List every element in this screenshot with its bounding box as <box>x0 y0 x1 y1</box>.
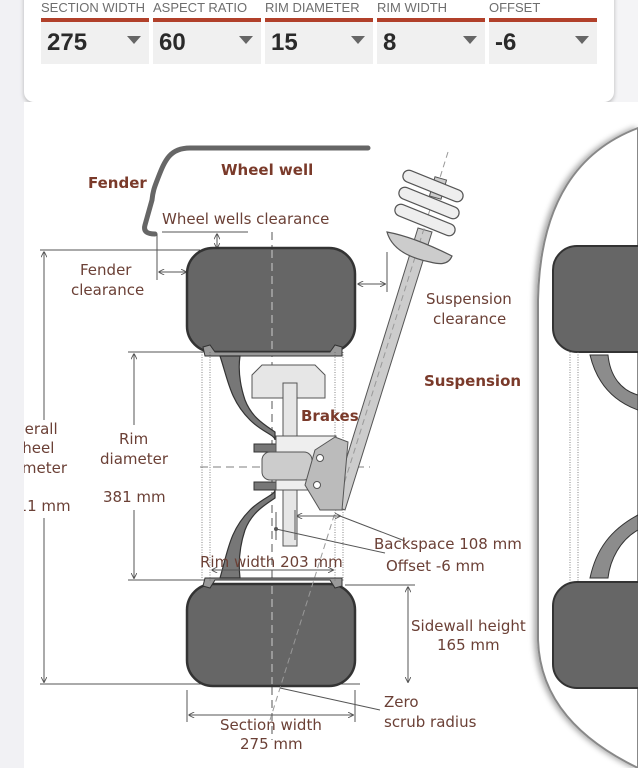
label-fender-clearance-1: Fender <box>80 261 132 279</box>
secondary-rim-top <box>589 354 638 411</box>
secondary-view-panel <box>537 126 638 768</box>
offset-value: -6 <box>495 29 517 56</box>
label-rim-diameter-value: 381 mm <box>103 488 166 506</box>
label-overall-3: diameter <box>24 459 68 477</box>
caret-down-icon <box>575 36 589 44</box>
aspect-ratio-select[interactable]: 60 <box>153 18 261 64</box>
label-offset: Offset -6 mm <box>386 557 485 575</box>
aspect-ratio-label: ASPECT RATIO <box>153 0 248 15</box>
section-width-value: 275 <box>47 29 88 56</box>
rim-width-label: RIM WIDTH <box>377 0 448 15</box>
rim-width-select[interactable]: 8 <box>377 18 485 64</box>
rim-lug-top <box>253 443 277 453</box>
rim-spoke-bottom <box>219 489 276 579</box>
wheel-fitment-diagram: Fender Wheel well Wheel wells clearance … <box>24 102 638 768</box>
rim-lug-bottom <box>253 481 277 491</box>
secondary-tire-bottom <box>552 581 638 689</box>
offset-label: OFFSET <box>489 0 541 15</box>
label-section-1: Section width <box>220 716 322 734</box>
offset-select[interactable]: -6 <box>489 18 597 64</box>
label-backspace: Backspace 108 mm <box>374 535 522 553</box>
label-brakes: Brakes <box>301 407 359 425</box>
fender-outline <box>142 145 371 237</box>
label-zero-1: Zero <box>384 693 419 711</box>
label-rim-diameter-2: diameter <box>100 450 169 468</box>
label-section-2: 275 mm <box>240 735 303 753</box>
section-width-label: SECTION WIDTH <box>41 0 145 15</box>
label-rim-width: Rim width 203 mm <box>200 553 343 571</box>
label-wheel-wells-clearance: Wheel wells clearance <box>162 210 329 228</box>
caret-down-icon <box>127 36 141 44</box>
offset-field: OFFSET -6 <box>489 0 597 80</box>
label-rim-diameter-1: Rim <box>119 430 148 448</box>
label-overall-1: Overall <box>24 420 58 438</box>
hub-spindle <box>261 451 313 481</box>
rim-width-value: 8 <box>383 29 397 56</box>
rim-flange-bottom <box>202 577 343 589</box>
secondary-tire-top <box>552 245 638 353</box>
aspect-ratio-value: 60 <box>159 29 186 56</box>
secondary-rim-bottom <box>589 514 638 579</box>
aspect-ratio-field: ASPECT RATIO 60 <box>153 0 261 80</box>
rim-diameter-field: RIM DIAMETER 15 <box>265 0 373 80</box>
brake-caliper <box>251 364 326 399</box>
rim-spoke-top <box>219 355 276 441</box>
label-fender-clearance-2: clearance <box>71 281 144 299</box>
caret-down-icon <box>463 36 477 44</box>
label-suspension: Suspension <box>424 372 521 390</box>
label-wheel-well: Wheel well <box>221 161 313 179</box>
caret-down-icon <box>351 36 365 44</box>
label-sidewall-1: Sidewall height <box>411 617 526 635</box>
rim-width-field: RIM WIDTH 8 <box>377 0 485 80</box>
rim-diameter-select[interactable]: 15 <box>265 18 373 64</box>
label-suspension-clearance-2: clearance <box>433 310 506 328</box>
suspension-spring <box>386 169 464 265</box>
tire-input-card: SECTION WIDTH 275 ASPECT RATIO 60 RIM DI… <box>24 0 614 102</box>
tire-bottom <box>185 582 357 688</box>
label-fender: Fender <box>88 174 147 192</box>
label-overall-value: 711 mm <box>24 497 71 515</box>
section-width-field: SECTION WIDTH 275 <box>41 0 149 80</box>
strut-body <box>331 227 433 511</box>
rim-diameter-label: RIM DIAMETER <box>265 0 360 15</box>
label-sidewall-2: 165 mm <box>437 636 500 654</box>
rim-flange-top <box>202 344 343 357</box>
knuckle <box>304 436 349 511</box>
rim-diameter-value: 15 <box>271 29 298 56</box>
label-overall-2: wheel <box>24 439 54 457</box>
section-width-select[interactable]: 275 <box>41 18 149 64</box>
caret-down-icon <box>239 36 253 44</box>
label-suspension-clearance-1: Suspension <box>426 290 512 308</box>
label-zero-2: scrub radius <box>384 713 477 731</box>
page-gutter <box>0 0 24 768</box>
